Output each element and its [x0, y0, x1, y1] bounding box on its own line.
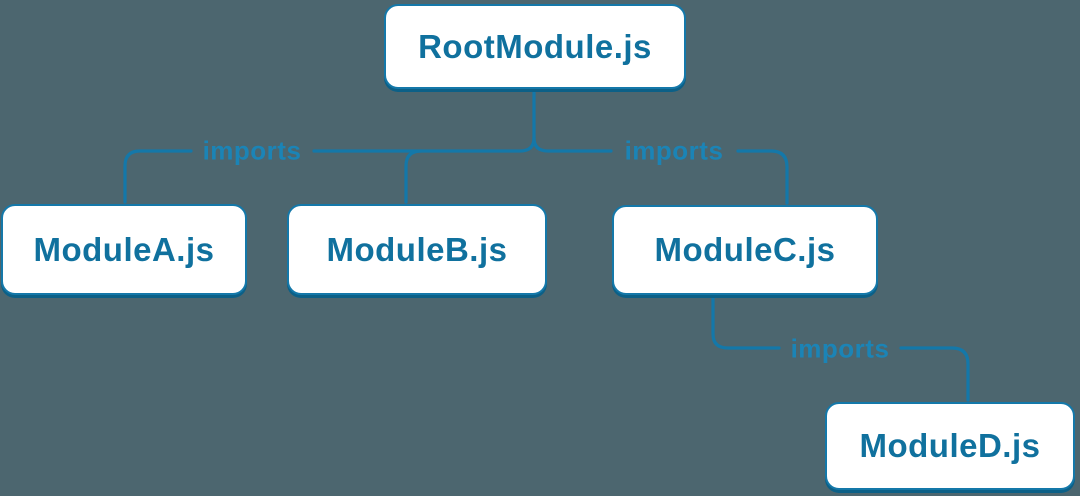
node-moduleb: ModuleB.js — [287, 204, 547, 295]
edge-label-imports-left: imports — [202, 135, 302, 166]
node-modulea-label: ModuleA.js — [33, 230, 215, 268]
node-moduled: ModuleD.js — [825, 402, 1075, 490]
edge-root-to-modulec — [532, 136, 789, 205]
node-modulea: ModuleA.js — [1, 204, 247, 295]
edge-root-to-moduleb — [404, 149, 423, 204]
edge-label-imports-right: imports — [624, 135, 724, 166]
edge-label-imports-bottom: imports — [790, 333, 890, 364]
edge-root-to-modulea — [123, 87, 536, 204]
edge-modulec-to-moduled — [711, 294, 970, 402]
node-rootmodule-label: RootModule.js — [418, 27, 652, 65]
node-rootmodule: RootModule.js — [384, 4, 686, 89]
node-moduleb-label: ModuleB.js — [326, 230, 508, 268]
node-moduled-label: ModuleD.js — [859, 427, 1041, 464]
node-modulec: ModuleC.js — [612, 205, 878, 295]
node-modulec-label: ModuleC.js — [654, 231, 836, 268]
